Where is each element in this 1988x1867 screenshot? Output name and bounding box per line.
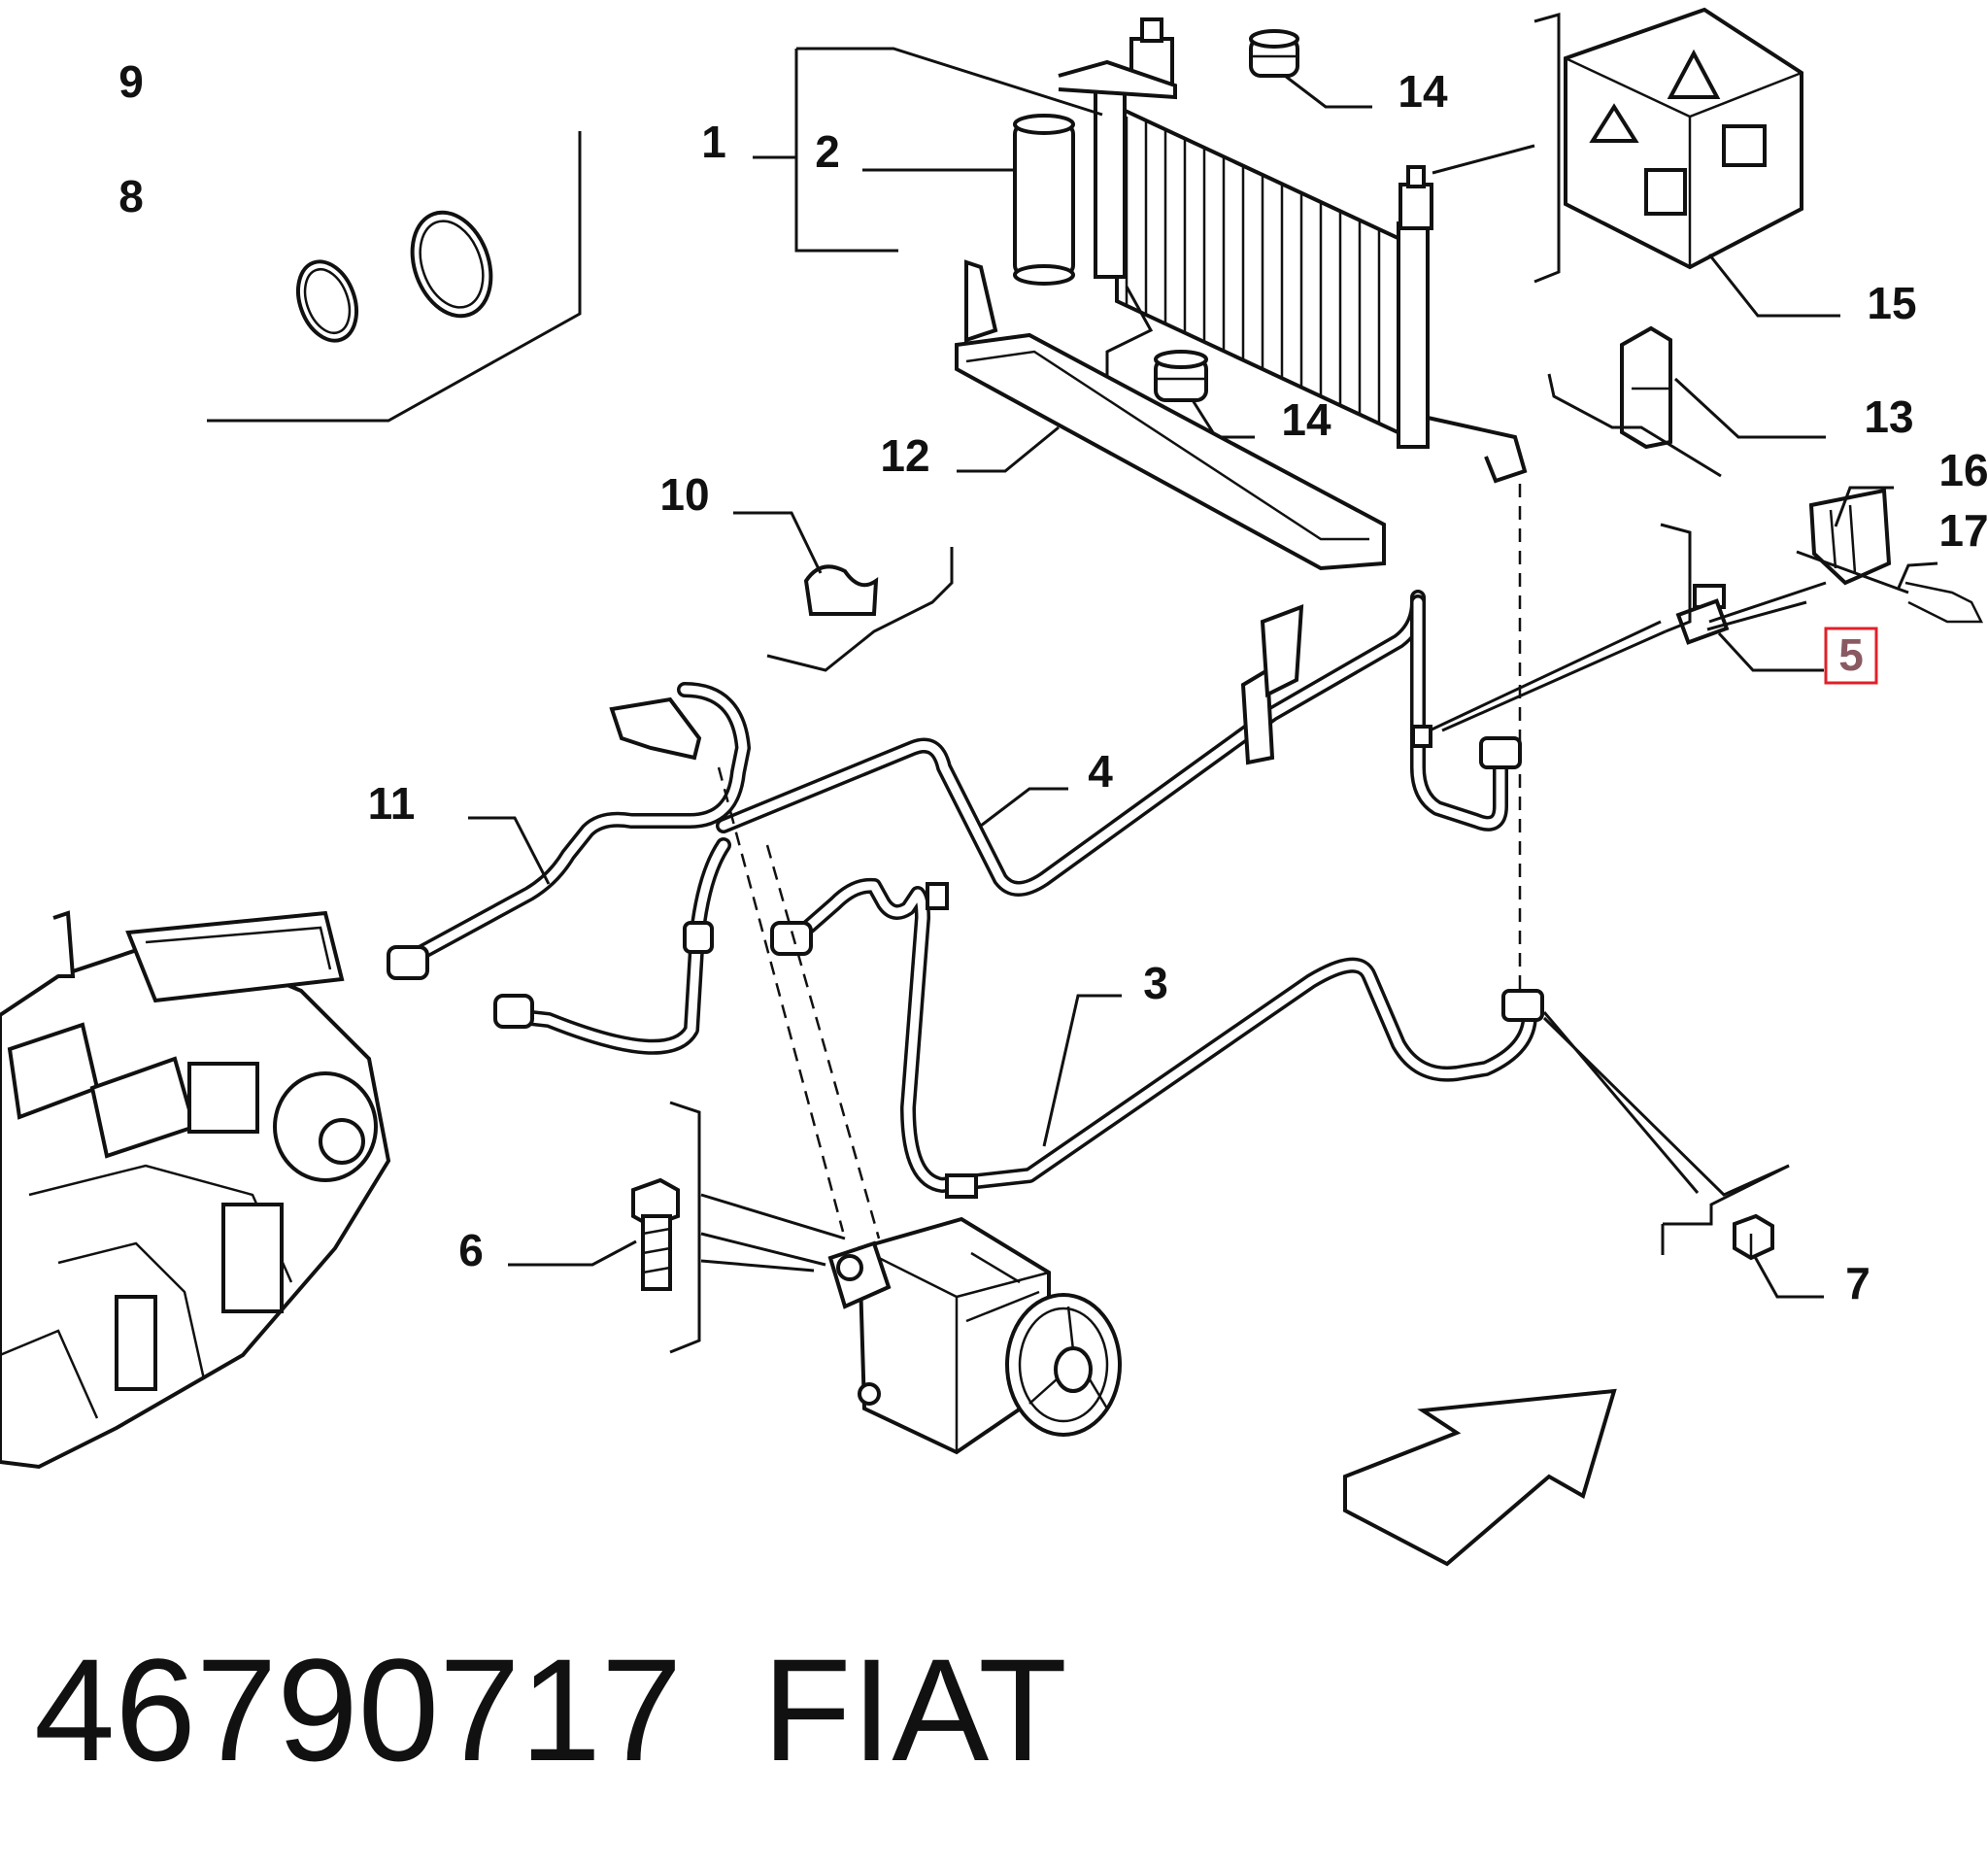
callout-7: 7: [1845, 1258, 1870, 1308]
hose-3: [770, 877, 1544, 1199]
callout-17: 17: [1938, 505, 1988, 556]
callout-12: 12: [880, 430, 929, 481]
callout-1: 1: [701, 117, 726, 167]
part-number-caption: 46790717: [34, 1628, 682, 1791]
o-ring-set: [207, 131, 582, 423]
callout-2: 2: [815, 126, 840, 177]
callout-3: 3: [1143, 958, 1168, 1008]
callout-14-bottom: 14: [1281, 394, 1331, 445]
callout-9: 9: [118, 56, 144, 107]
pipe-clamp: [803, 564, 879, 616]
connector-housing: [1808, 488, 1892, 586]
bolt: [631, 1177, 680, 1291]
hose-4: [716, 590, 1522, 897]
brand-caption: FIAT: [762, 1628, 1067, 1791]
rubber-mount-bottom: [1154, 350, 1208, 402]
direction-arrow: [1343, 1388, 1617, 1567]
hex-nut: [1733, 1213, 1774, 1261]
callout-14-top: 14: [1398, 66, 1448, 117]
fitting-kit-box: [1564, 7, 1803, 270]
callout-16: 16: [1938, 445, 1988, 495]
callout-4: 4: [1088, 746, 1113, 797]
callout-15: 15: [1867, 278, 1916, 328]
clip-bracket: [1620, 325, 1672, 450]
ac-compressor: [827, 1216, 1122, 1455]
pressure-switch: [1675, 584, 1730, 645]
callout-10: 10: [659, 469, 709, 520]
callout-6: 6: [458, 1225, 484, 1275]
callout-13: 13: [1864, 391, 1913, 442]
lower-bracket: [955, 259, 1386, 571]
condenser: [1058, 17, 1528, 484]
terminal-pin: [1904, 581, 1984, 624]
hose-11: [387, 682, 751, 1055]
callout-8: 8: [118, 171, 144, 221]
callout-5-highlight: [1824, 627, 1878, 685]
hvac-unit: [0, 910, 391, 1470]
callout-11: 11: [368, 778, 416, 829]
callout-5: 5: [1838, 629, 1864, 680]
rubber-mount-top: [1249, 29, 1299, 78]
receiver-drier: [1013, 114, 1075, 286]
